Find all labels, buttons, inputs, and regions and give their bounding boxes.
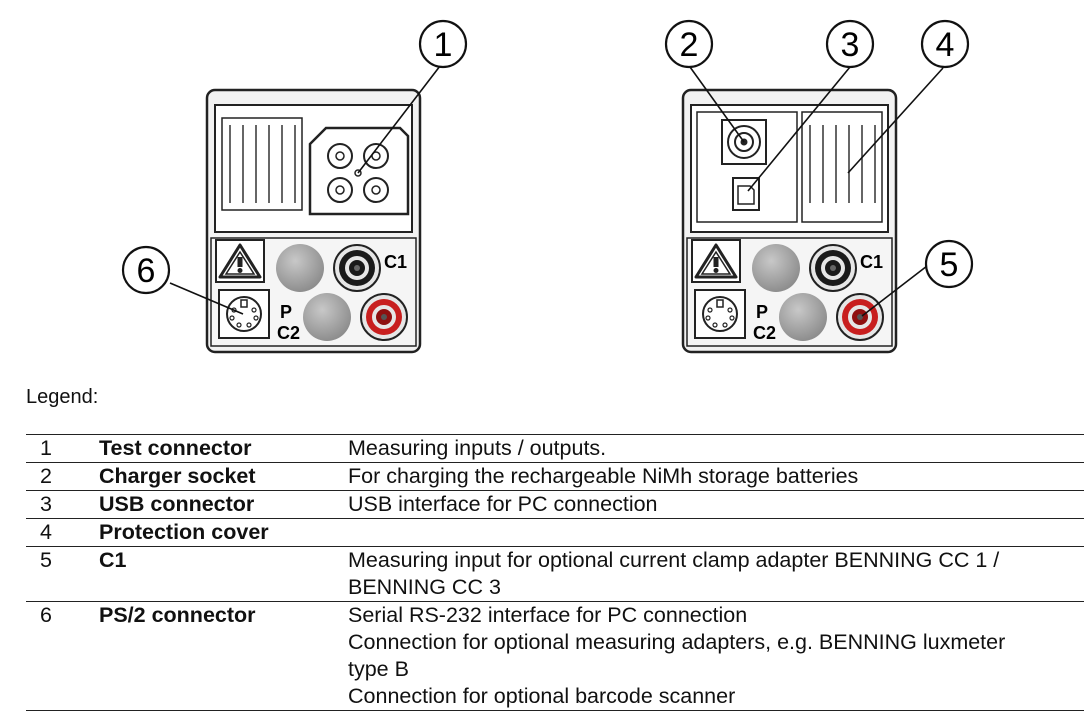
legend-number: 5 xyxy=(26,546,99,602)
c2-label: C2 xyxy=(753,323,776,343)
legend-description-line: Serial RS-232 interface for PC connectio… xyxy=(348,603,748,627)
legend-item-name: Charger socket xyxy=(99,462,348,491)
c1-label: C1 xyxy=(860,252,883,272)
c1-label: C1 xyxy=(384,252,407,272)
legend-description-line: For charging the rechargeable NiMh stora… xyxy=(348,464,859,488)
c2-label: C2 xyxy=(277,323,300,343)
warning-icon xyxy=(690,238,742,284)
right-device-panel: C1 P C2 xyxy=(681,88,898,354)
callout-6: 6 xyxy=(121,245,171,295)
legend-item-name: C1 xyxy=(99,546,348,602)
callout-3: 3 xyxy=(825,19,875,69)
legend-description-line: Measuring inputs / outputs. xyxy=(348,436,607,460)
legend-description: Measuring inputs / outputs. xyxy=(348,434,1084,463)
p-label: P xyxy=(280,302,292,322)
legend-description-line: USB interface for PC connection xyxy=(348,492,658,516)
legend-description-line: BENNING CC 3 xyxy=(348,575,501,599)
grey-socket xyxy=(752,244,800,292)
connector-panel-figure: C1 P C2 C1 P C2 xyxy=(121,19,974,354)
legend-description xyxy=(348,518,1084,547)
warning-icon xyxy=(214,238,266,284)
callout-number: 3 xyxy=(841,26,860,64)
callout-number: 6 xyxy=(137,252,156,290)
legend-description: USB interface for PC connection xyxy=(348,490,1084,519)
legend-description-line: Measuring input for optional current cla… xyxy=(348,548,1000,572)
ps2-connector xyxy=(694,289,746,339)
legend-number: 1 xyxy=(26,434,99,463)
callout-number: 1 xyxy=(434,26,453,64)
legend-description-line: Connection for optional barcode scanner xyxy=(348,684,736,708)
c1-black-socket xyxy=(333,244,381,292)
p-label: P xyxy=(756,302,768,322)
callout-1: 1 xyxy=(418,19,468,69)
ps2-connector xyxy=(218,289,270,339)
legend-title: Legend: xyxy=(26,386,99,408)
leader-lines xyxy=(169,65,944,317)
callout-4: 4 xyxy=(920,19,970,69)
legend-number: 4 xyxy=(26,518,99,547)
legend-number: 6 xyxy=(26,601,99,711)
legend-item-name: PS/2 connector xyxy=(99,601,348,711)
protection-cover-left xyxy=(221,117,303,211)
legend-description: Measuring input for optional current cla… xyxy=(348,546,1084,602)
legend-item-name: Test connector xyxy=(99,434,348,463)
grey-socket xyxy=(276,244,324,292)
grey-socket xyxy=(303,293,351,341)
callout-5: 5 xyxy=(924,239,974,289)
callout-number: 4 xyxy=(936,26,955,64)
callout-number: 2 xyxy=(680,26,699,64)
legend-description-line: Connection for optional measuring adapte… xyxy=(348,630,1006,654)
legend-item-name: USB connector xyxy=(99,490,348,519)
legend-number: 3 xyxy=(26,490,99,519)
c1-black-socket xyxy=(809,244,857,292)
left-device-panel: C1 P C2 xyxy=(205,88,422,354)
legend-description-line: type B xyxy=(348,657,409,681)
grey-socket xyxy=(779,293,827,341)
legend-number: 2 xyxy=(26,462,99,491)
callout-number: 5 xyxy=(940,246,959,284)
legend-item-name: Protection cover xyxy=(99,518,348,547)
legend-description: For charging the rechargeable NiMh stora… xyxy=(348,462,1084,491)
red-socket xyxy=(360,293,408,341)
c1-red-socket xyxy=(836,293,884,341)
legend-description: Serial RS-232 interface for PC connectio… xyxy=(348,601,1084,711)
callout-2: 2 xyxy=(664,19,714,69)
protection-cover-right xyxy=(801,111,883,223)
